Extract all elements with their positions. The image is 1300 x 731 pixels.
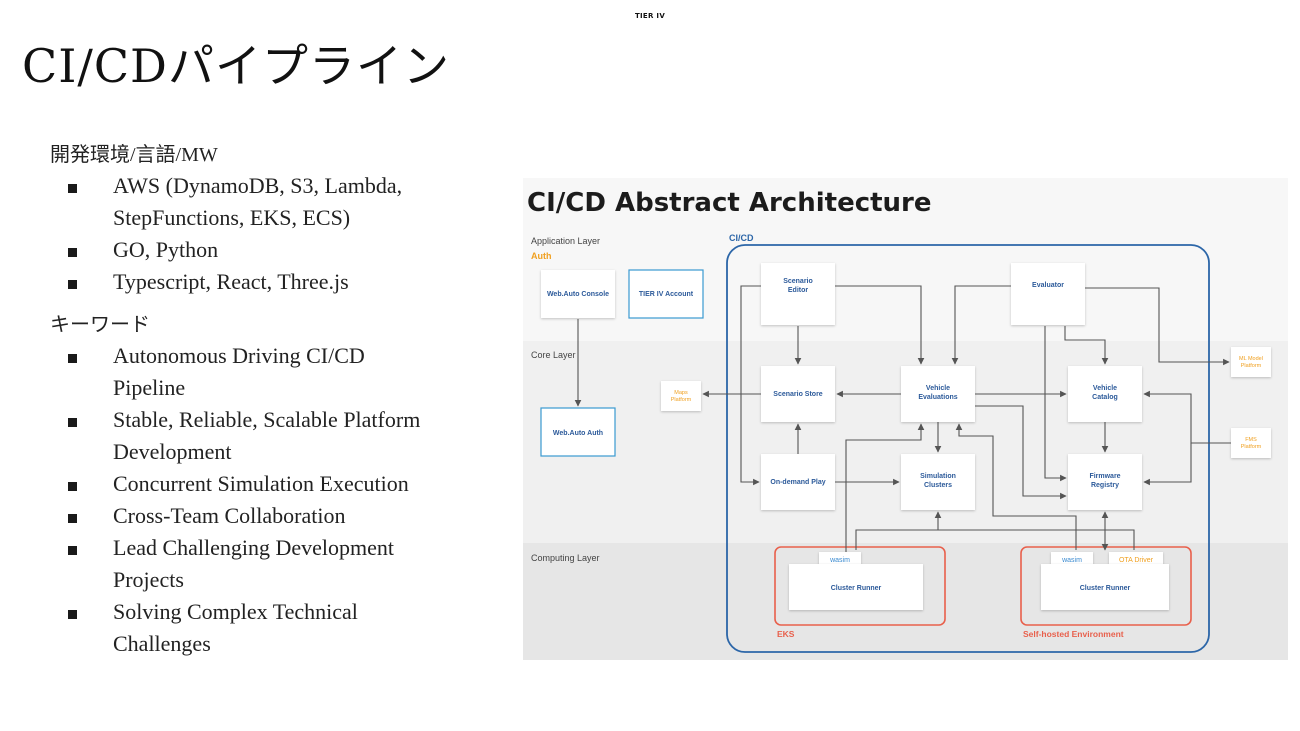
vehicle-evaluations-label: Vehicle (926, 385, 950, 392)
auth-label: Auth (531, 251, 552, 261)
fms-platform-box (1231, 428, 1271, 458)
ondemand-play-label: On-demand Play (770, 479, 825, 486)
web-auto-auth-label: Web.Auto Auth (553, 430, 603, 437)
maps-platform-label: Platform (671, 397, 692, 403)
vehicle-catalog-label: Vehicle (1093, 385, 1117, 392)
simulation-clusters-label: Simulation (920, 473, 956, 480)
connector-editor-to-evaluations (835, 285, 925, 365)
computing-layer-label: Computing Layer (531, 553, 600, 563)
scenario-store-box (761, 366, 835, 422)
firmware-registry-label: Registry (1091, 482, 1119, 489)
bullet-square-icon (68, 354, 77, 363)
web-auto-console-label: Web.Auto Console (547, 291, 609, 298)
ota-driver-label: OTA Driver (1119, 557, 1154, 564)
cluster-runner-self-label: Cluster Runner (1080, 585, 1131, 592)
connector-evaluations-to-firmware (975, 405, 1067, 500)
list-item: GO, Python (50, 234, 490, 266)
bullet-square-icon (68, 482, 77, 491)
ondemand-play-box (761, 454, 835, 510)
tech-stack-panel: 開発環境/言語/MW AWS (DynamoDB, S3, Lambda,Ste… (50, 140, 490, 660)
section-heading-environment: 開発環境/言語/MW (50, 144, 218, 166)
bullet-square-icon (68, 546, 77, 555)
scenario-editor-label: Scenario (783, 278, 813, 285)
list-item: Concurrent Simulation Execution (50, 468, 490, 500)
application-layer-label: Application Layer (531, 236, 600, 246)
firmware-registry-box (1068, 454, 1142, 510)
cicd-label: CI/CD (729, 233, 754, 243)
cluster-runner-eks-box (789, 564, 923, 610)
bullet-square-icon (68, 514, 77, 523)
vehicle-evaluations-label: Evaluations (918, 394, 957, 401)
wasim-tab-label: wasim (1061, 557, 1082, 564)
connector-ota-to-firmware (1101, 511, 1135, 550)
diagram-title: CI/CD Abstract Architecture (527, 188, 932, 218)
fms-platform-label: FMS (1245, 437, 1257, 443)
web-auto-auth-box (540, 407, 616, 457)
connector-runner-to-evaluations (845, 423, 925, 552)
maps-platform-box (661, 381, 701, 411)
connector-fms-to-firmware (1143, 443, 1192, 486)
list-item: AWS (DynamoDB, S3, Lambda,StepFunctions,… (50, 170, 490, 234)
vehicle-catalog-box (1068, 366, 1142, 422)
wasim-tab-eks (819, 552, 861, 566)
firmware-registry-label: Firmware (1089, 473, 1120, 480)
architecture-diagram: CI/CD Abstract Architecture Application … (523, 178, 1288, 660)
tier4-account-box (628, 269, 704, 319)
vehicle-catalog-label: Catalog (1092, 394, 1118, 401)
connector-runner-to-evaluations-2 (955, 423, 1077, 550)
self-hosted-label: Self-hosted Environment (1023, 629, 1124, 639)
connector-evaluator-to-evaluations (951, 285, 1011, 365)
vehicle-evaluations-box (901, 366, 975, 422)
maps-platform-label: Maps (674, 390, 688, 396)
scenario-editor-box (761, 263, 835, 325)
ml-model-platform-label: ML Model (1239, 356, 1263, 362)
evaluator-box (1011, 263, 1085, 325)
simulation-clusters-label: Clusters (924, 482, 952, 489)
evaluator-label: Evaluator (1032, 282, 1064, 289)
bullet-square-icon (68, 610, 77, 619)
cluster-runner-self-box (1041, 564, 1169, 610)
bullet-square-icon (68, 248, 77, 257)
ml-model-platform-box (1231, 347, 1271, 377)
simulation-clusters-box (901, 454, 975, 510)
connector-fms-to-catalog (1143, 390, 1231, 444)
wasim-tab-label: wasim (829, 557, 850, 564)
connector-evaluator-to-firmware (1044, 326, 1067, 482)
brand-logo-text: TIER IV (634, 12, 666, 20)
bullet-square-icon (68, 418, 77, 427)
connector-runners-to-simulation (855, 529, 1109, 551)
wasim-tab-self (1051, 552, 1093, 566)
list-item: Typescript, React, Three.js (50, 266, 490, 298)
ota-driver-tab (1109, 552, 1163, 566)
scenario-store-label: Scenario Store (773, 391, 823, 398)
connector-evaluator-to-ml-model (1085, 287, 1230, 366)
scenario-editor-label: Editor (788, 287, 808, 294)
eks-label: EKS (777, 629, 795, 639)
tier4-account-label: TIER IV Account (639, 291, 694, 298)
page-title: CI/CDパイプライン (22, 39, 450, 93)
connector-evaluator-to-catalog (1064, 326, 1109, 365)
core-layer-label: Core Layer (531, 350, 576, 360)
section-heading-keywords: キーワード (50, 314, 150, 336)
list-item: Cross-Team Collaboration (50, 500, 490, 532)
bullet-square-icon (68, 184, 77, 193)
environment-list: AWS (DynamoDB, S3, Lambda,StepFunctions,… (50, 170, 490, 298)
connector-editor-to-ondemand (740, 285, 761, 486)
cicd-frame (726, 244, 1210, 653)
cluster-runner-eks-label: Cluster Runner (831, 585, 882, 592)
ml-model-platform-label: Platform (1241, 363, 1262, 369)
eks-environment-frame (774, 546, 946, 626)
fms-platform-label: Platform (1241, 444, 1262, 450)
web-auto-console-box (541, 270, 615, 318)
bullet-square-icon (68, 280, 77, 289)
